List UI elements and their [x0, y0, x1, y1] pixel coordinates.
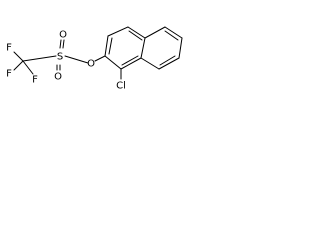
ring-a-c4a-c8a — [140, 37, 146, 59]
atom-o-ester: O — [87, 59, 95, 70]
bond-c-s — [22, 55, 57, 62]
ring-a-c4-c4a — [127, 26, 146, 39]
ring-a-double-1 — [108, 37, 113, 55]
bond-s-o-ester — [64, 55, 89, 64]
bond-s-o-top-a — [59, 39, 62, 49]
ring-b-double-1 — [164, 30, 179, 41]
ring-a-c3-c4 — [107, 26, 129, 37]
ring-a-double-2 — [128, 30, 143, 41]
atom-f3: F — [32, 75, 38, 86]
ring-a-double-3 — [121, 55, 139, 66]
bond-c-f1 — [13, 51, 24, 62]
chemical-structure-diagram: F F F S O O O Cl — [6, 26, 183, 92]
atom-o-bottom: O — [54, 72, 62, 83]
ring-a-c8a-c1 — [120, 57, 142, 70]
ring-a-c1-c2 — [104, 55, 122, 70]
bonds — [13, 26, 183, 80]
atom-o-top: O — [59, 30, 67, 41]
atom-f1: F — [6, 43, 12, 54]
ring-b-c4a-c5 — [144, 26, 166, 39]
ring-b-c6-c7 — [178, 37, 183, 59]
ring-b-c5-c6 — [164, 26, 183, 39]
bond-s-o-top-b — [62, 39, 65, 49]
atom-s: S — [57, 52, 63, 63]
atom-labels: F F F S O O O Cl — [6, 30, 126, 92]
ring-b-c8-c8a — [140, 57, 160, 70]
ring-b-c7-c8 — [158, 57, 180, 70]
atom-f2: F — [6, 69, 12, 80]
bond-c-f3 — [22, 60, 34, 75]
ring-a-c2-c3 — [104, 35, 109, 57]
ring-b-double-2 — [159, 55, 176, 66]
bond-o-c2 — [94, 55, 106, 62]
atom-cl: Cl — [116, 81, 126, 92]
bond-c-f2 — [13, 60, 24, 71]
